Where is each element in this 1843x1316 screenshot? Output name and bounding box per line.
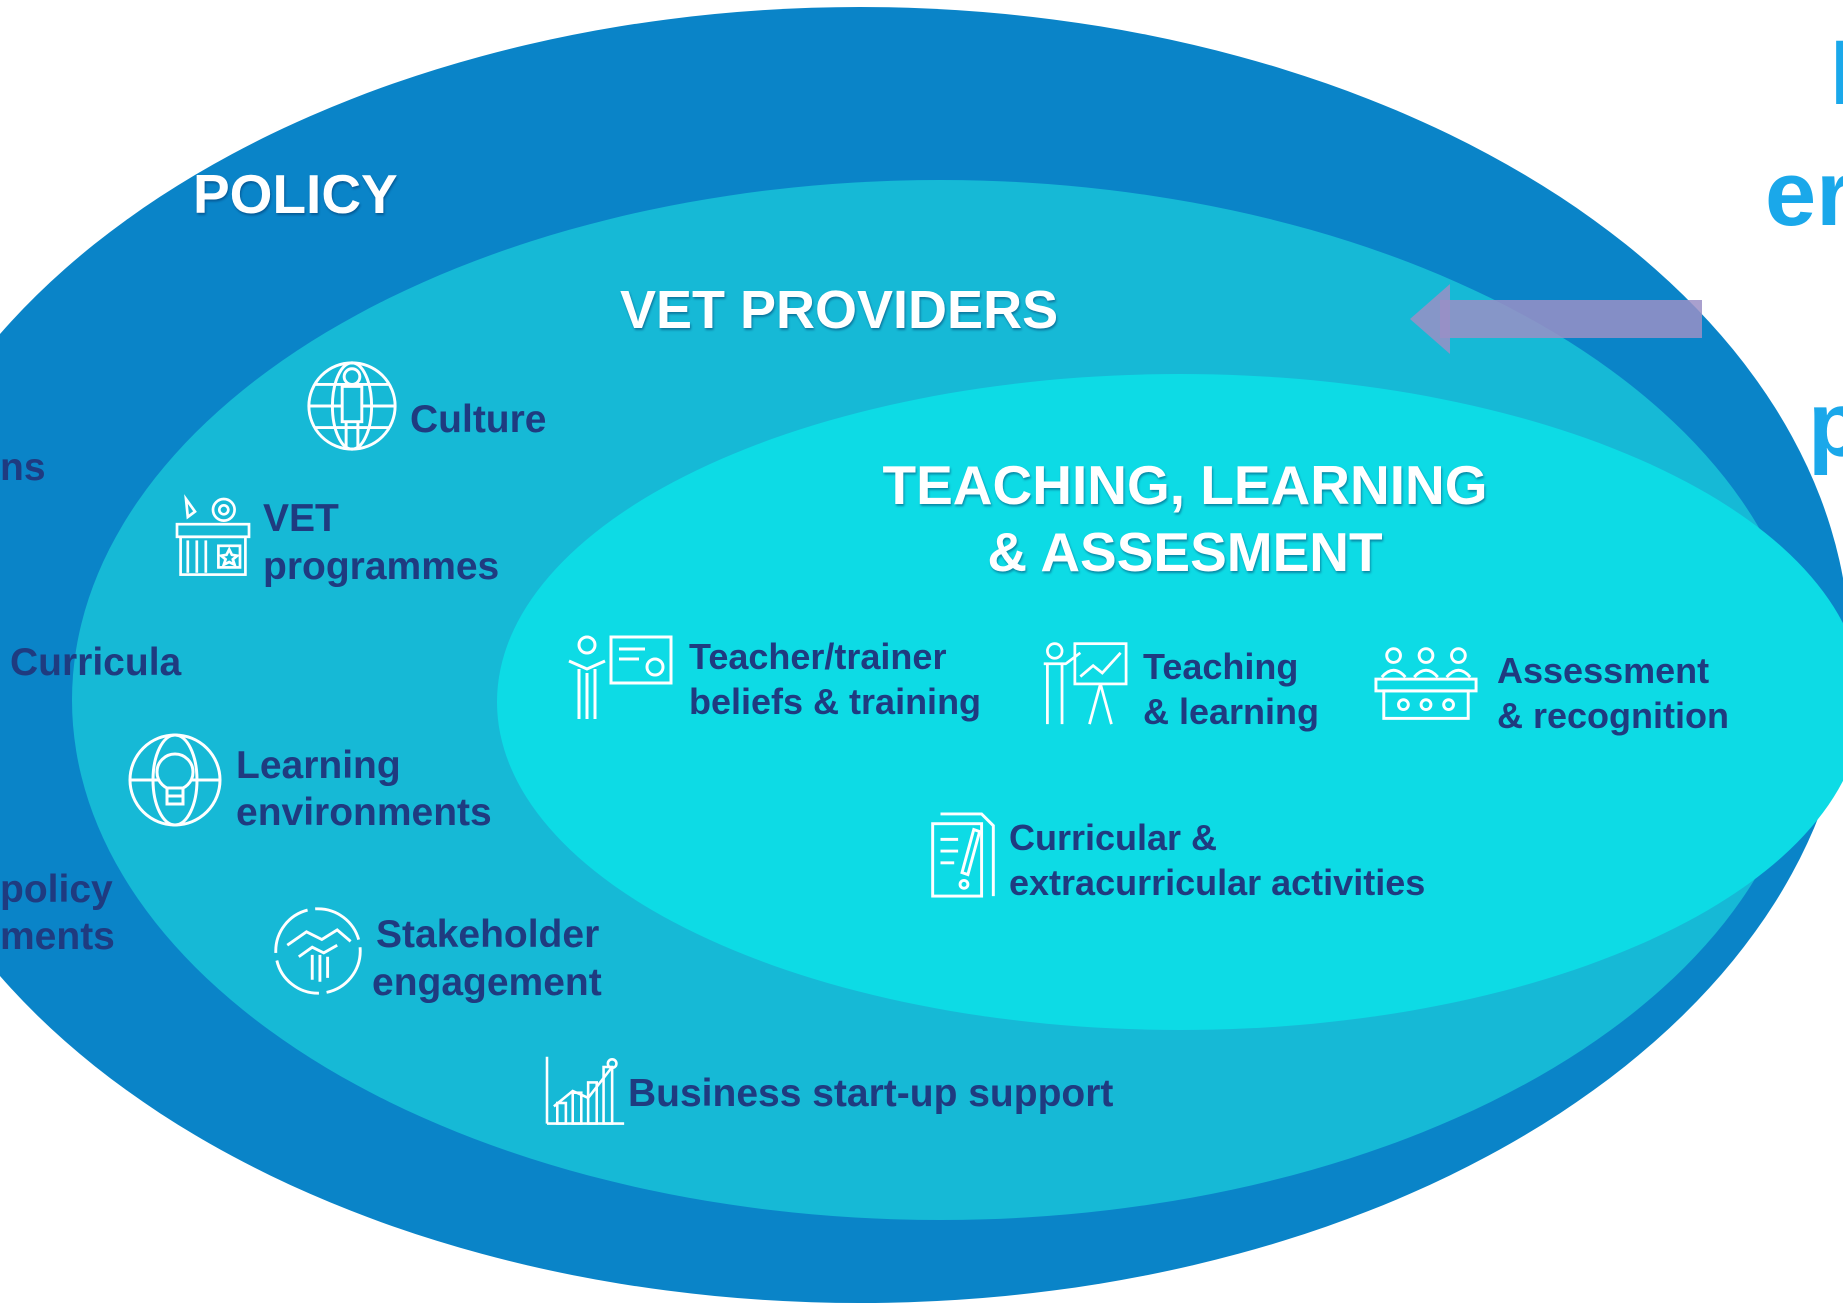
teaching-item-teacher-trainer-line2: beliefs & training <box>689 681 982 722</box>
right-text-fragment-2: er <box>1765 143 1843 245</box>
right-text-fragment-1: I <box>1830 22 1843 124</box>
teaching-item-teacher-trainer-line1: Teacher/trainer <box>689 636 947 677</box>
presenter-icon <box>565 633 675 723</box>
gears-building-icon <box>167 490 259 580</box>
provider-item-learning-environments-line2: environments <box>236 791 492 834</box>
jury-panel-icon <box>1372 645 1480 725</box>
policy-item-fragment-ments: ments <box>0 915 115 958</box>
handshake-icon <box>270 903 366 999</box>
lightbulb-globe-icon <box>125 730 225 830</box>
teaching-heading-line1: TEACHING, LEARNING <box>882 454 1488 516</box>
teaching-item-curricular-line2: extracurricular activities <box>1009 862 1426 903</box>
policy-item-fragment-policy: policy <box>0 868 113 911</box>
policy-heading: POLICY <box>193 163 398 225</box>
teaching-heading-line2: & ASSESMENT <box>987 521 1383 583</box>
provider-item-vet-programmes-line2: programmes <box>263 545 500 588</box>
provider-item-stakeholder-engagement-line2: engagement <box>372 961 602 1004</box>
provider-item-business-start-up-support: Business start-up support <box>628 1072 1114 1115</box>
teaching-item-curricular-line1: Curricular & <box>1009 817 1218 858</box>
policy-item-fragment-ns: ns <box>0 446 46 489</box>
right-text-fragment-3: p <box>1808 374 1843 476</box>
globe-person-icon <box>303 355 401 457</box>
inner-ellipse-teaching <box>497 374 1843 1030</box>
provider-item-vet-programmes-line1: VET <box>263 497 339 540</box>
teaching-item-assessment-recognition-line2: & recognition <box>1497 695 1729 736</box>
provider-item-stakeholder-engagement-line1: Stakeholder <box>376 913 600 956</box>
easel-teacher-icon <box>1038 640 1130 726</box>
teaching-item-assessment-recognition-line1: Assessment <box>1497 650 1710 691</box>
provider-item-learning-environments-line1: Learning <box>236 744 401 787</box>
teaching-item-teaching-learning-line1: Teaching <box>1143 646 1299 687</box>
vet-providers-heading: VET PROVIDERS <box>620 280 1059 340</box>
provider-item-culture: Culture <box>410 398 547 441</box>
policy-item-curricula: Curricula <box>10 641 182 684</box>
teaching-item-teaching-learning-line2: & learning <box>1143 691 1320 732</box>
left-arrow-icon <box>1410 284 1702 354</box>
growth-chart-icon <box>540 1055 626 1127</box>
document-pen-icon <box>928 810 998 900</box>
